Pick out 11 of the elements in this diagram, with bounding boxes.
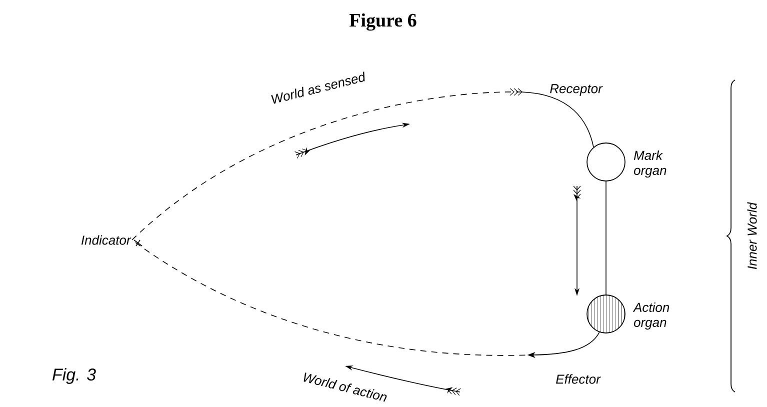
text-label: Effector	[556, 374, 601, 384]
connector	[132, 88, 594, 240]
text-label: Receptor	[550, 84, 603, 96]
title: Figure 6	[349, 13, 416, 31]
organ-label: Mark organ	[634, 150, 666, 178]
text-label: Inner World	[747, 202, 757, 270]
text-label: World as sensed	[271, 72, 365, 104]
text-label: Fig. 3	[52, 368, 96, 384]
text-label: World of action	[304, 372, 387, 402]
node-label: Indicator	[81, 235, 132, 245]
organ-label: Action organ	[632, 302, 670, 330]
